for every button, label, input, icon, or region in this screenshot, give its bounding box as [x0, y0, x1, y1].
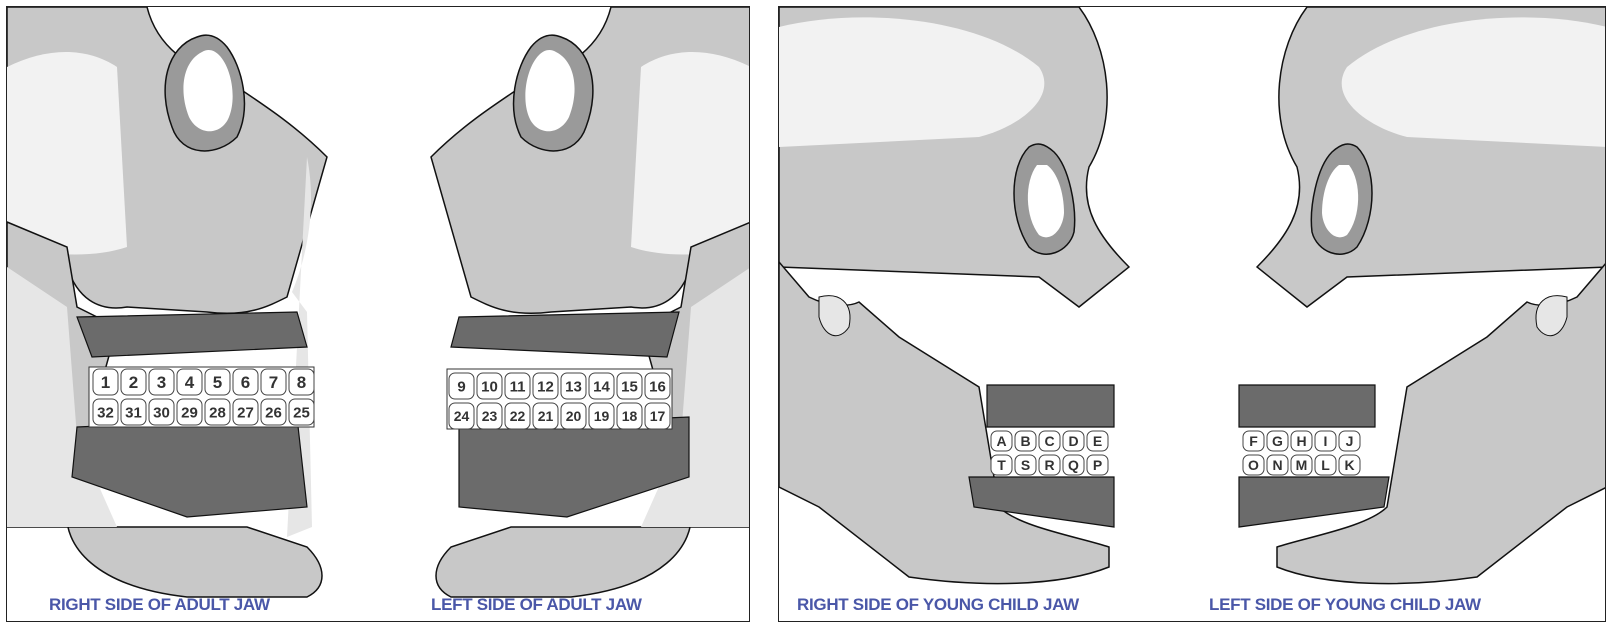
tooth-label: 15 — [621, 378, 638, 395]
tooth-label: 23 — [482, 408, 498, 424]
tooth-label: 13 — [565, 378, 582, 395]
tooth-label: G — [1272, 433, 1283, 449]
tooth-label: 11 — [510, 378, 526, 395]
tooth-label: S — [1021, 457, 1030, 473]
tooth-label: 27 — [237, 404, 254, 421]
child-right-caption: RIGHT SIDE OF YOUNG CHILD JAW — [797, 595, 1079, 615]
tooth-label: P — [1093, 457, 1102, 473]
tooth-label: J — [1346, 433, 1354, 449]
tooth-label: 20 — [566, 408, 582, 424]
tooth-label: 6 — [241, 373, 250, 392]
tooth-label: 22 — [510, 408, 526, 424]
tooth-label: O — [1248, 457, 1259, 473]
adult-right-caption: RIGHT SIDE OF ADULT JAW — [49, 595, 270, 615]
tooth-label: 24 — [454, 408, 470, 424]
tooth-label: 3 — [157, 373, 166, 392]
child-right-upper-teeth: ABCDE — [991, 431, 1108, 451]
tooth-label: 7 — [269, 373, 278, 392]
tooth-label: 29 — [181, 404, 198, 421]
tooth-label: 10 — [481, 378, 498, 395]
tooth-label: R — [1044, 457, 1054, 473]
tooth-label: L — [1321, 457, 1330, 473]
tooth-label: I — [1324, 433, 1328, 449]
tooth-label: H — [1296, 433, 1306, 449]
tooth-label: E — [1093, 433, 1102, 449]
tooth-label: K — [1344, 457, 1354, 473]
tooth-label: Q — [1068, 457, 1079, 473]
tooth-label: C — [1044, 433, 1054, 449]
tooth-label: D — [1068, 433, 1078, 449]
tooth-label: 32 — [97, 404, 114, 421]
tooth-label: 17 — [650, 408, 666, 424]
tooth-label: 1 — [101, 373, 110, 392]
tooth-label: 18 — [622, 408, 638, 424]
adult-left-caption: LEFT SIDE OF ADULT JAW — [431, 595, 642, 615]
tooth-label: 16 — [649, 378, 666, 395]
tooth-label: N — [1272, 457, 1282, 473]
tooth-label: 8 — [297, 373, 306, 392]
child-left-caption: LEFT SIDE OF YOUNG CHILD JAW — [1209, 595, 1481, 615]
tooth-label: 26 — [265, 404, 282, 421]
tooth-label: B — [1020, 433, 1030, 449]
tooth-label: A — [996, 433, 1006, 449]
tooth-label: 28 — [209, 404, 226, 421]
tooth-label: 30 — [153, 404, 170, 421]
tooth-label: 5 — [213, 373, 222, 392]
tooth-label: 2 — [129, 373, 138, 392]
tooth-label: M — [1296, 457, 1308, 473]
tooth-label: F — [1249, 433, 1258, 449]
tooth-label: 19 — [594, 408, 610, 424]
tooth-label: 4 — [185, 373, 195, 392]
tooth-label: 25 — [293, 404, 310, 421]
tooth-label: T — [997, 457, 1006, 473]
tooth-label: 14 — [593, 378, 610, 395]
tooth-label: 31 — [125, 404, 142, 421]
tooth-label: 21 — [538, 408, 554, 424]
tooth-label: 12 — [537, 378, 554, 395]
tooth-label: 9 — [457, 378, 465, 395]
